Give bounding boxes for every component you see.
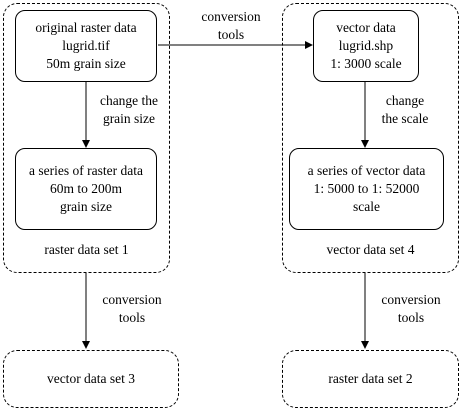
conversion-tools-left-line-2: tools — [118, 310, 146, 325]
series-vector-data-box: a series of vector data 1: 5000 to 1: 52… — [289, 148, 444, 230]
conversion-tools-middle-line-2: tools — [217, 27, 245, 42]
series-raster-data-box: a series of raster data 60m to 200m grai… — [15, 148, 157, 230]
series-raster-line-1: a series of raster data — [29, 163, 143, 178]
conversion-tools-middle-label: conversion tools — [188, 8, 274, 44]
vector-data-set-4-group — [282, 3, 459, 273]
change-scale-line-2: the scale — [381, 111, 429, 126]
vector-data-line-3: 1: 3000 scale — [330, 56, 402, 71]
series-raster-line-3: grain size — [59, 199, 113, 214]
series-vector-line-3: scale — [353, 199, 380, 214]
raster-data-set-1-group — [3, 3, 170, 273]
change-scale-label: change the scale — [371, 92, 439, 128]
series-raster-line-2: 60m to 200m — [49, 181, 122, 196]
raster-data-set-2-box: raster data set 2 — [282, 350, 459, 408]
conversion-tools-right-line-1: conversion — [381, 292, 441, 307]
raster-data-set-2-label: raster data set 2 — [328, 371, 413, 386]
vector-data-line-2: lugrid.shp — [338, 38, 394, 53]
vector-data-set-3-box: vector data set 3 — [3, 350, 179, 408]
vector-data-box: vector data lugrid.shp 1: 3000 scale — [313, 10, 419, 82]
vector-data-line-1: vector data — [336, 20, 396, 35]
change-grain-size-line-2: grain size — [102, 111, 156, 126]
series-vector-line-1: a series of vector data — [307, 163, 426, 178]
original-raster-data-box: original raster data lugrid.tif 50m grai… — [15, 10, 157, 82]
conversion-tools-right-label: conversion tools — [371, 291, 451, 327]
conversion-tools-left-label: conversion tools — [92, 291, 172, 327]
original-raster-line-1: original raster data — [35, 20, 137, 35]
original-raster-line-3: 50m grain size — [46, 56, 126, 71]
change-grain-size-label: change the grain size — [92, 92, 166, 128]
conversion-tools-left-line-1: conversion — [102, 292, 162, 307]
change-scale-line-1: change — [385, 93, 425, 108]
conversion-tools-middle-line-1: conversion — [201, 9, 261, 24]
change-grain-size-line-1: change the — [99, 93, 159, 108]
original-raster-line-2: lugrid.tif — [62, 38, 110, 53]
vector-data-set-3-label: vector data set 3 — [46, 371, 136, 386]
raster-data-set-1-label: raster data set 1 — [44, 242, 129, 257]
conversion-tools-right-line-2: tools — [397, 310, 425, 325]
series-vector-line-2: 1: 5000 to 1: 52000 — [313, 181, 420, 196]
vector-data-set-4-label: vector data set 4 — [326, 242, 415, 257]
